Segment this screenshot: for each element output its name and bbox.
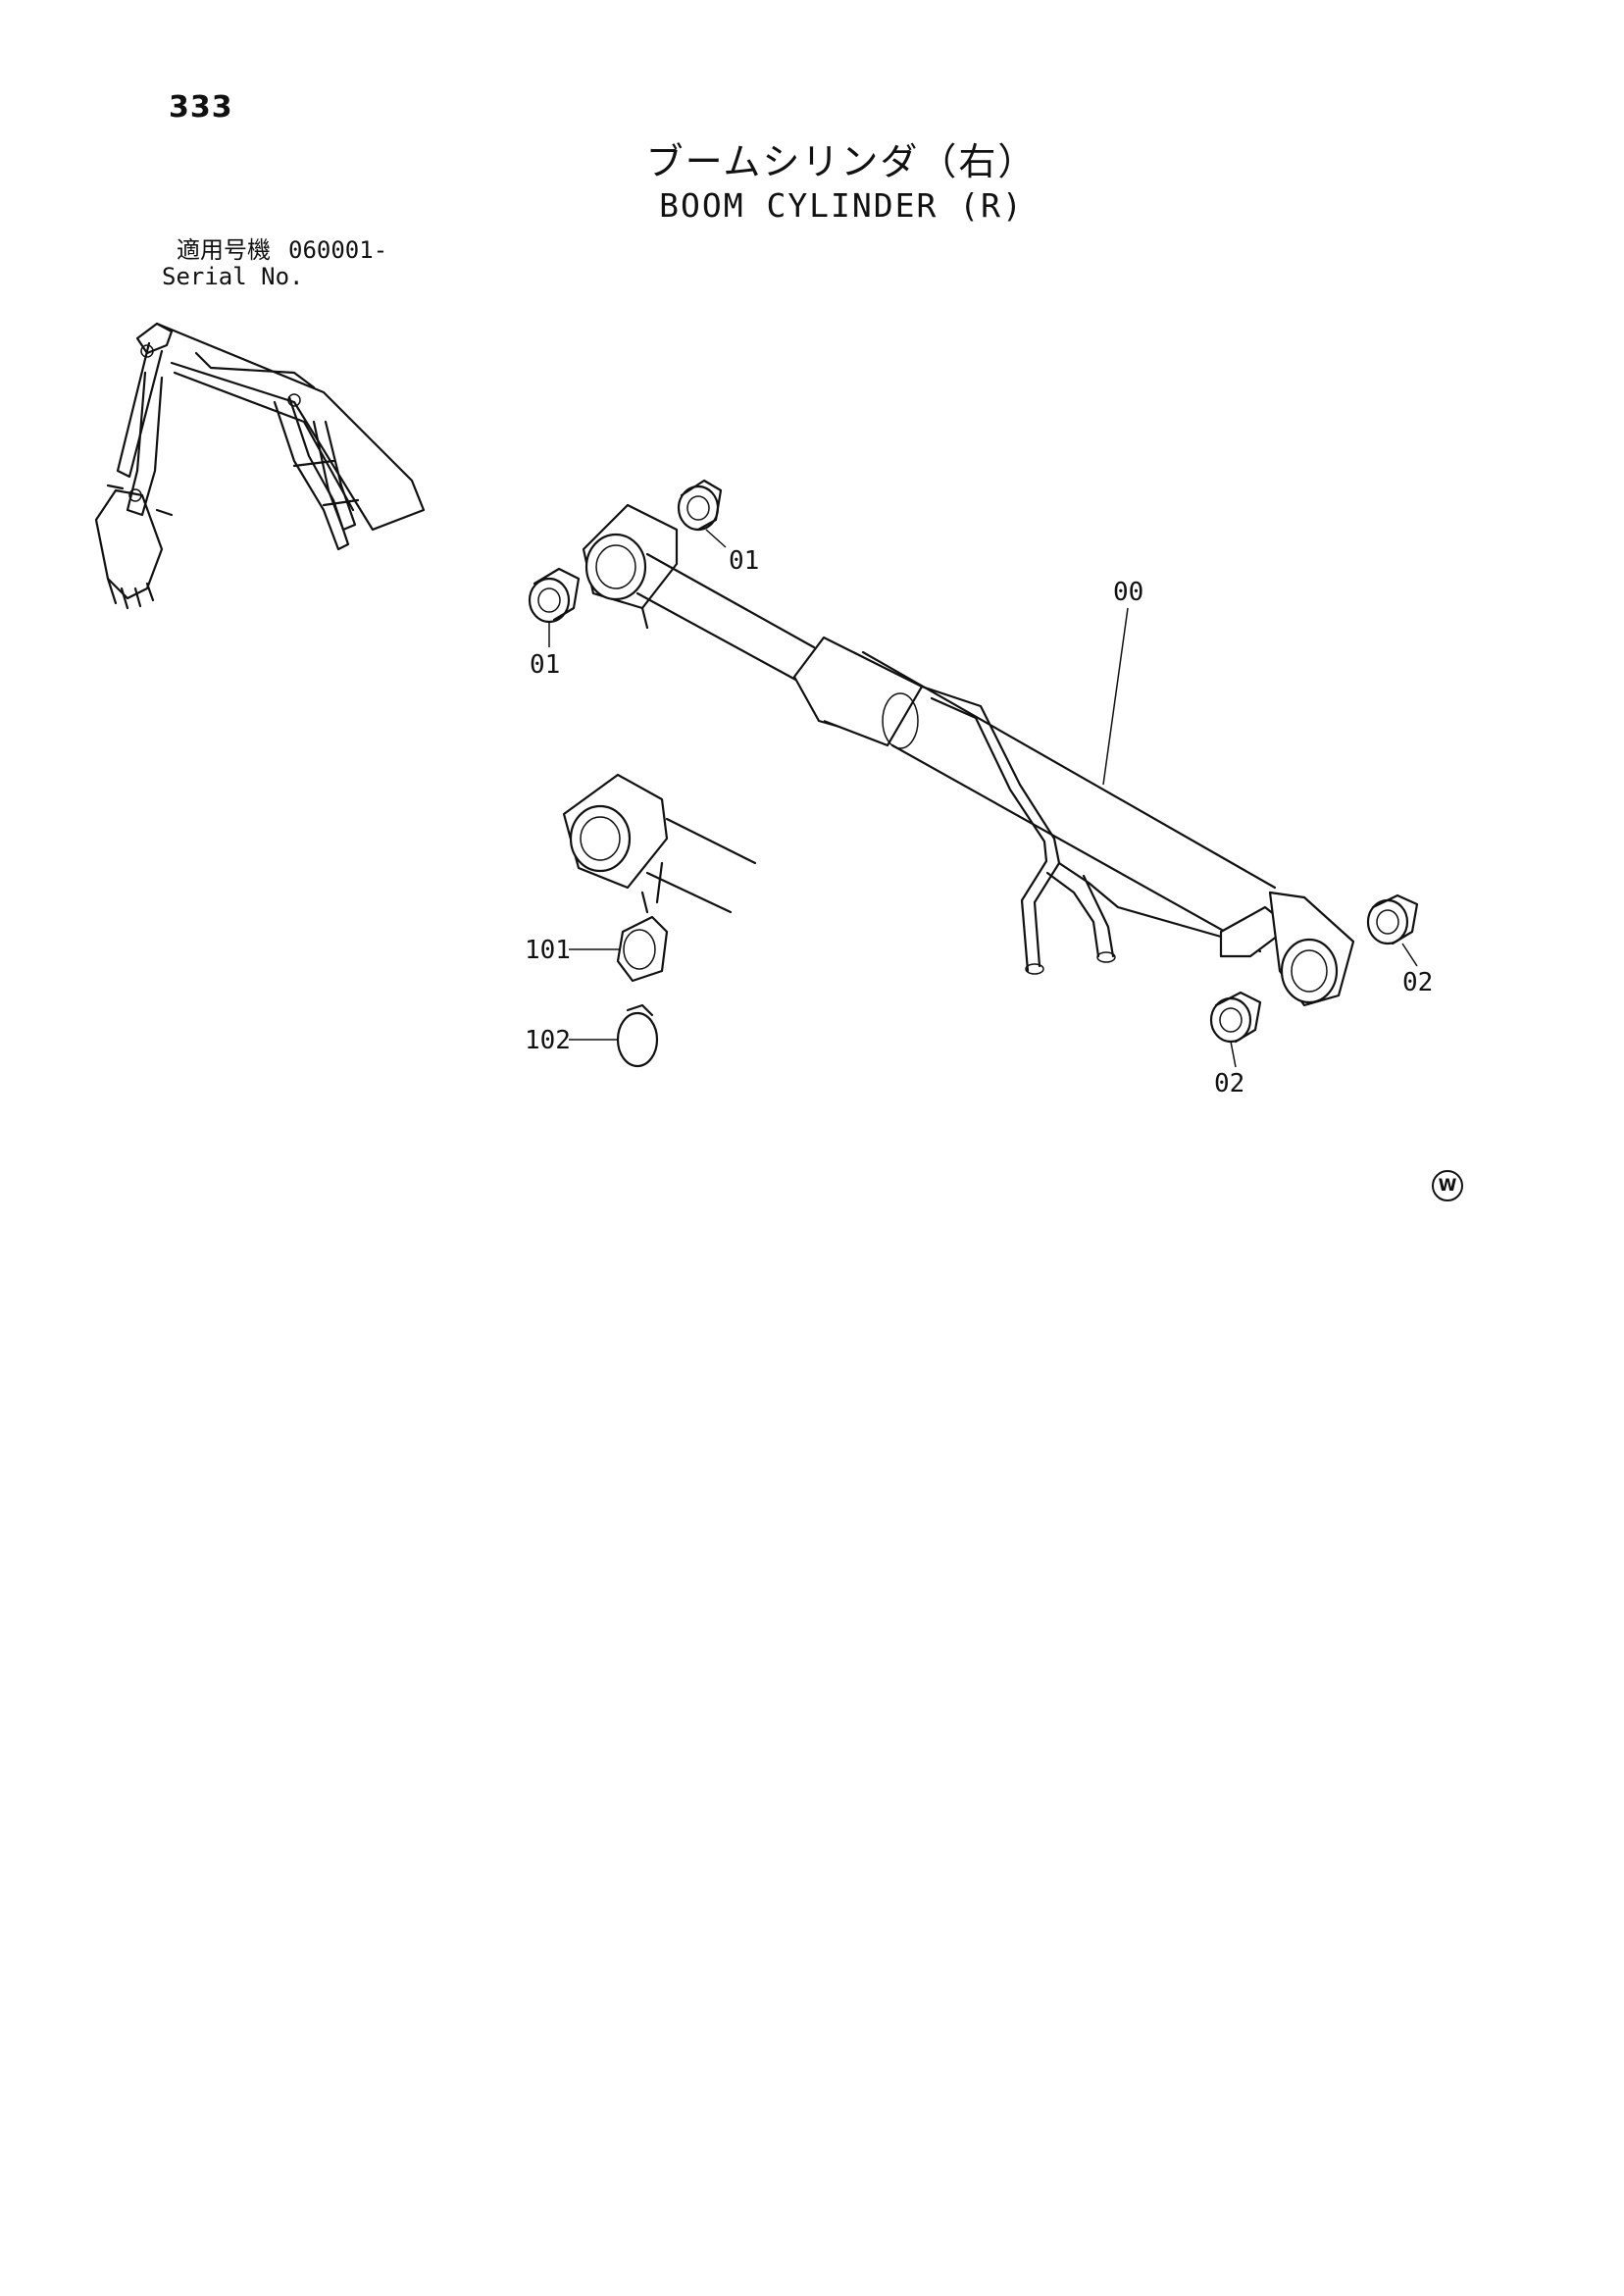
leader-lines bbox=[548, 529, 1418, 1068]
page-number: 333 bbox=[169, 90, 233, 125]
cylinder-rod-end-clevis bbox=[582, 503, 679, 630]
serial-label-english: Serial No. bbox=[162, 263, 304, 290]
bushing-01-lower bbox=[528, 567, 581, 624]
callout-01-lower: 01 bbox=[530, 650, 560, 680]
page-title-english: BOOM CYLINDER (R) bbox=[659, 186, 1024, 225]
detail-clevis bbox=[562, 773, 757, 914]
callout-101: 101 bbox=[525, 936, 571, 965]
callout-02-right: 02 bbox=[1402, 968, 1433, 997]
bushing-01-upper bbox=[677, 479, 723, 532]
part-102-clamp bbox=[616, 1003, 659, 1068]
serial-value: 060001- bbox=[288, 236, 388, 264]
circled-w-symbol: W bbox=[1432, 1170, 1463, 1201]
bushing-02-lower bbox=[1209, 991, 1262, 1044]
callout-00: 00 bbox=[1113, 578, 1143, 607]
bushing-02-right bbox=[1366, 893, 1419, 945]
callout-01-upper: 01 bbox=[729, 546, 759, 576]
callout-02-lower: 02 bbox=[1214, 1069, 1244, 1098]
page-title-japanese: ブームシリンダ（右） bbox=[645, 140, 1038, 183]
callout-102: 102 bbox=[525, 1026, 571, 1055]
excavator-thumbnail bbox=[94, 322, 426, 610]
boom-cylinder-body bbox=[635, 552, 1355, 1007]
serial-label-japanese: 適用号機 bbox=[177, 236, 271, 264]
serial-number-block: 適用号機 060001- bbox=[177, 237, 387, 263]
part-101-band bbox=[616, 915, 669, 983]
